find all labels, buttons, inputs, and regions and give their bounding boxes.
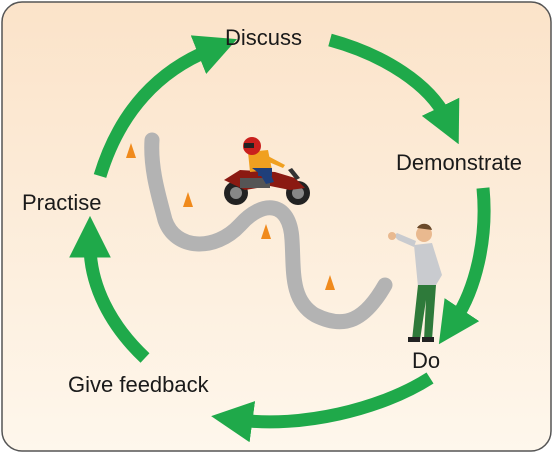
cycle-arrows xyxy=(69,33,491,443)
arrow-demonstrate-to-do xyxy=(438,187,491,345)
label-give-feedback: Give feedback xyxy=(68,372,210,397)
cone-icon xyxy=(261,224,271,239)
arrow-give-feedback-to-practise xyxy=(69,215,150,363)
motorcycle-rider-icon xyxy=(224,137,310,205)
instructor-icon xyxy=(388,223,442,342)
label-demonstrate: Demonstrate xyxy=(396,150,522,175)
label-do: Do xyxy=(412,348,440,373)
arrow-discuss-to-demonstrate xyxy=(328,33,460,145)
label-discuss: Discuss xyxy=(225,25,302,50)
arrow-do-to-give-feedback xyxy=(211,372,434,443)
traffic-cones xyxy=(126,143,335,290)
label-practise: Practise xyxy=(22,190,101,215)
cone-icon xyxy=(325,275,335,290)
cone-icon xyxy=(183,192,193,207)
winding-road xyxy=(144,132,393,330)
cone-icon xyxy=(126,143,136,158)
arrow-practise-to-discuss xyxy=(93,35,238,178)
